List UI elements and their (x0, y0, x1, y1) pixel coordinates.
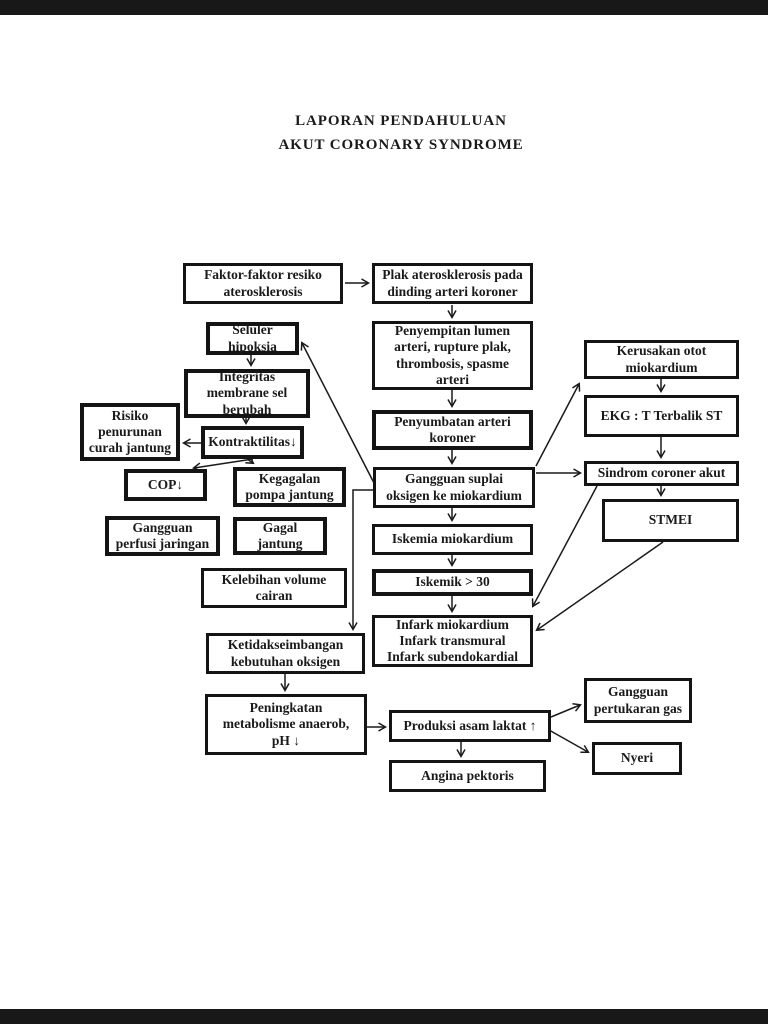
flow-box-stmei: STMEI (602, 499, 739, 542)
flow-box-infark: Infark miokardium Infark transmural Infa… (372, 615, 533, 667)
edge-gangguan-suplai-to-kerusakan-otot (535, 382, 581, 467)
flow-box-ekg: EKG : T Terbalik ST (584, 395, 739, 437)
edge-produksi-asam-laktat-to-nyeri (548, 729, 590, 754)
flow-box-plak-aterosklerosis: Plak aterosklerosis pada dinding arteri … (372, 263, 533, 304)
flow-box-sindrom-coroner: Sindrom coroner akut (584, 461, 739, 486)
flow-box-seluler-hipoksia: Seluler hipoksia (206, 322, 299, 355)
flow-box-gangguan-pertukaran-gas: Gangguan pertukaran gas (584, 678, 692, 723)
flow-box-penyempitan-lumen: Penyempitan lumen arteri, rupture plak, … (372, 321, 533, 390)
flow-box-gagal-jantung: Gagal jantung (233, 517, 327, 555)
letterbox-bottom (0, 1009, 768, 1024)
flow-box-iskemik-30: Iskemik > 30 (372, 569, 533, 596)
flow-box-integritas-membrane: Integritas membrane sel berubah (184, 369, 310, 418)
flow-box-kegagalan-pompa: Kegagalan pompa jantung (233, 467, 346, 507)
flow-box-gangguan-suplai: Gangguan suplai oksigen ke miokardium (373, 467, 535, 508)
flow-box-penyumbatan-arteri: Penyumbatan arteri koroner (372, 410, 533, 450)
letterbox-top (0, 0, 768, 15)
edge-gangguan-suplai-to-ketidakseimbangan (348, 489, 373, 632)
title-line-1: LAPORAN PENDAHULUAN (295, 113, 507, 129)
flow-box-ketidakseimbangan: Ketidakseimbangan kebutuhan oksigen (206, 633, 365, 674)
flow-box-peningkatan-metabolisme: Peningkatan metabolisme anaerob, pH ↓ (205, 694, 367, 755)
edge-sindrom-coroner-to-infark (531, 485, 598, 608)
flow-box-produksi-asam-laktat: Produksi asam laktat ↑ (389, 710, 551, 742)
flow-box-faktor-resiko: Faktor-faktor resiko aterosklerosis (183, 263, 343, 304)
flow-box-cop: COP↓ (124, 469, 207, 501)
edge-gangguan-suplai-to-seluler-hipoksia (300, 341, 375, 484)
edge-produksi-asam-laktat-to-gangguan-pertukaran-gas (550, 703, 582, 718)
flow-box-nyeri: Nyeri (592, 742, 682, 775)
edge-kontraktilitas-to-kegagalan-pompa (245, 455, 255, 465)
flow-box-kelebihan-volume: Kelebihan volume cairan (201, 568, 347, 608)
flow-box-kontraktilitas: Kontraktilitas↓ (201, 426, 304, 459)
document-title: LAPORAN PENDAHULUAN AKUT CORONARY SYNDRO… (17, 109, 768, 157)
flow-box-kerusakan-otot: Kerusakan otot miokardium (584, 340, 739, 379)
flow-box-angina-pektoris: Angina pektoris (389, 760, 546, 792)
flow-box-risiko-curah-jantung: Risiko penurunan curah jantung (80, 403, 180, 461)
edge-stmei-to-infark (535, 541, 664, 632)
edge-kontraktilitas-to-cop (192, 458, 254, 472)
title-line-2: AKUT CORONARY SYNDROME (278, 137, 524, 153)
flow-box-iskemia-miokardium: Iskemia miokardium (372, 524, 533, 555)
flow-box-gangguan-perfusi: Gangguan perfusi jaringan (105, 516, 220, 556)
